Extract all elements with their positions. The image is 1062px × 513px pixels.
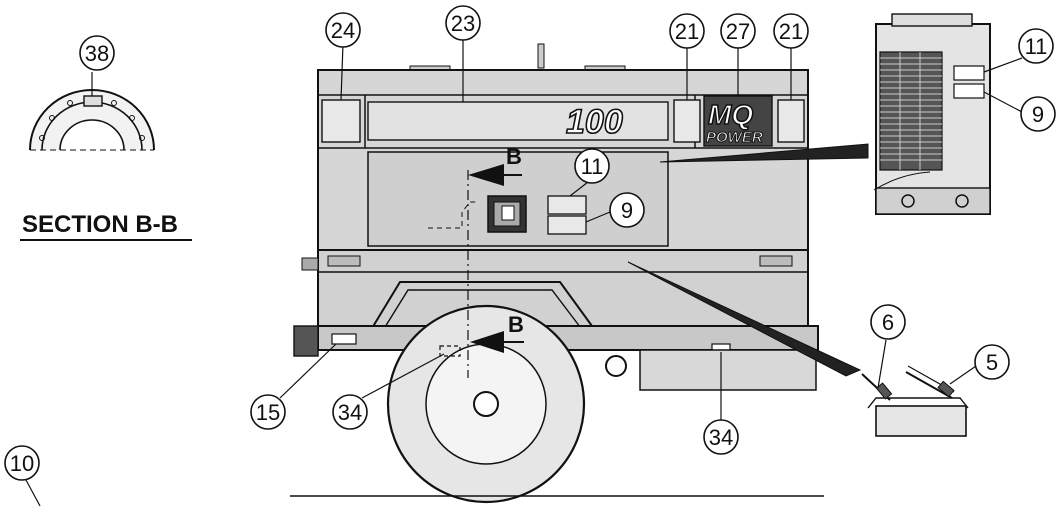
callout-24: 24: [325, 12, 361, 48]
section-title: SECTION B-B: [22, 211, 178, 238]
logo-main-text: MQ: [708, 99, 753, 130]
callout-11-detail: 11: [1018, 28, 1054, 64]
callout-6: 6: [870, 304, 906, 340]
svg-text:5: 5: [986, 350, 998, 375]
svg-text:21: 21: [675, 19, 699, 44]
section-marker-upper: B: [506, 144, 522, 169]
svg-text:34: 34: [709, 425, 733, 450]
callout-21-left: 21: [669, 13, 705, 49]
callout-38: 38: [79, 35, 115, 71]
callout-11-main: 11: [574, 148, 610, 184]
decal-11-main: [547, 195, 587, 215]
callout-27: 27: [720, 13, 756, 49]
section-decal: [83, 95, 103, 107]
section-arrow-lower: [470, 331, 504, 353]
svg-text:9: 9: [1032, 102, 1044, 127]
section-arrow-upper: [468, 164, 504, 186]
generator-body: 100 MQ POWER: [290, 43, 824, 504]
svg-text:21: 21: [779, 19, 803, 44]
svg-text:9: 9: [621, 198, 633, 223]
callouts: 38 24 23 21 27 21: [4, 5, 1056, 507]
svg-text:34: 34: [338, 400, 362, 425]
callout-34-right: 34: [703, 419, 739, 455]
callout-5: 5: [974, 344, 1010, 380]
svg-text:6: 6: [882, 310, 894, 335]
callout-34-left: 34: [332, 394, 368, 430]
side-detail-view: [659, 13, 991, 215]
decal-21-left: [673, 99, 701, 143]
decal-9-main: [547, 215, 587, 235]
svg-text:38: 38: [85, 41, 109, 66]
section-marker-lower: B: [508, 312, 524, 337]
decal-34-left: [439, 345, 461, 357]
decal-23-model-plate: [367, 101, 669, 141]
logo-sub-text: POWER: [706, 129, 763, 146]
svg-text:27: 27: [726, 19, 750, 44]
trailer-wheel: [386, 304, 586, 504]
decal-11-detail: [953, 65, 985, 81]
decal-21-right: [777, 99, 805, 143]
svg-text:10: 10: [10, 451, 34, 476]
decal-9-detail: [953, 83, 985, 99]
mq-power-logo: MQ POWER: [703, 95, 773, 147]
svg-text:11: 11: [581, 154, 604, 179]
callout-15: 15: [250, 394, 286, 430]
svg-text:24: 24: [331, 18, 355, 43]
svg-text:11: 11: [1025, 34, 1048, 59]
svg-text:15: 15: [256, 400, 280, 425]
model-number: 100: [566, 103, 623, 141]
decal-15: [331, 333, 357, 345]
svg-text:23: 23: [451, 11, 475, 36]
callout-10: 10: [4, 445, 40, 481]
section-bb-view: SECTION B-B: [20, 72, 192, 241]
callout-9-detail: 9: [1020, 96, 1056, 132]
callout-9-main: 9: [609, 192, 645, 228]
callout-21-right: 21: [773, 13, 809, 49]
callout-23: 23: [445, 5, 481, 41]
decal-24: [321, 99, 361, 143]
terminal-detail-view: [627, 261, 969, 437]
